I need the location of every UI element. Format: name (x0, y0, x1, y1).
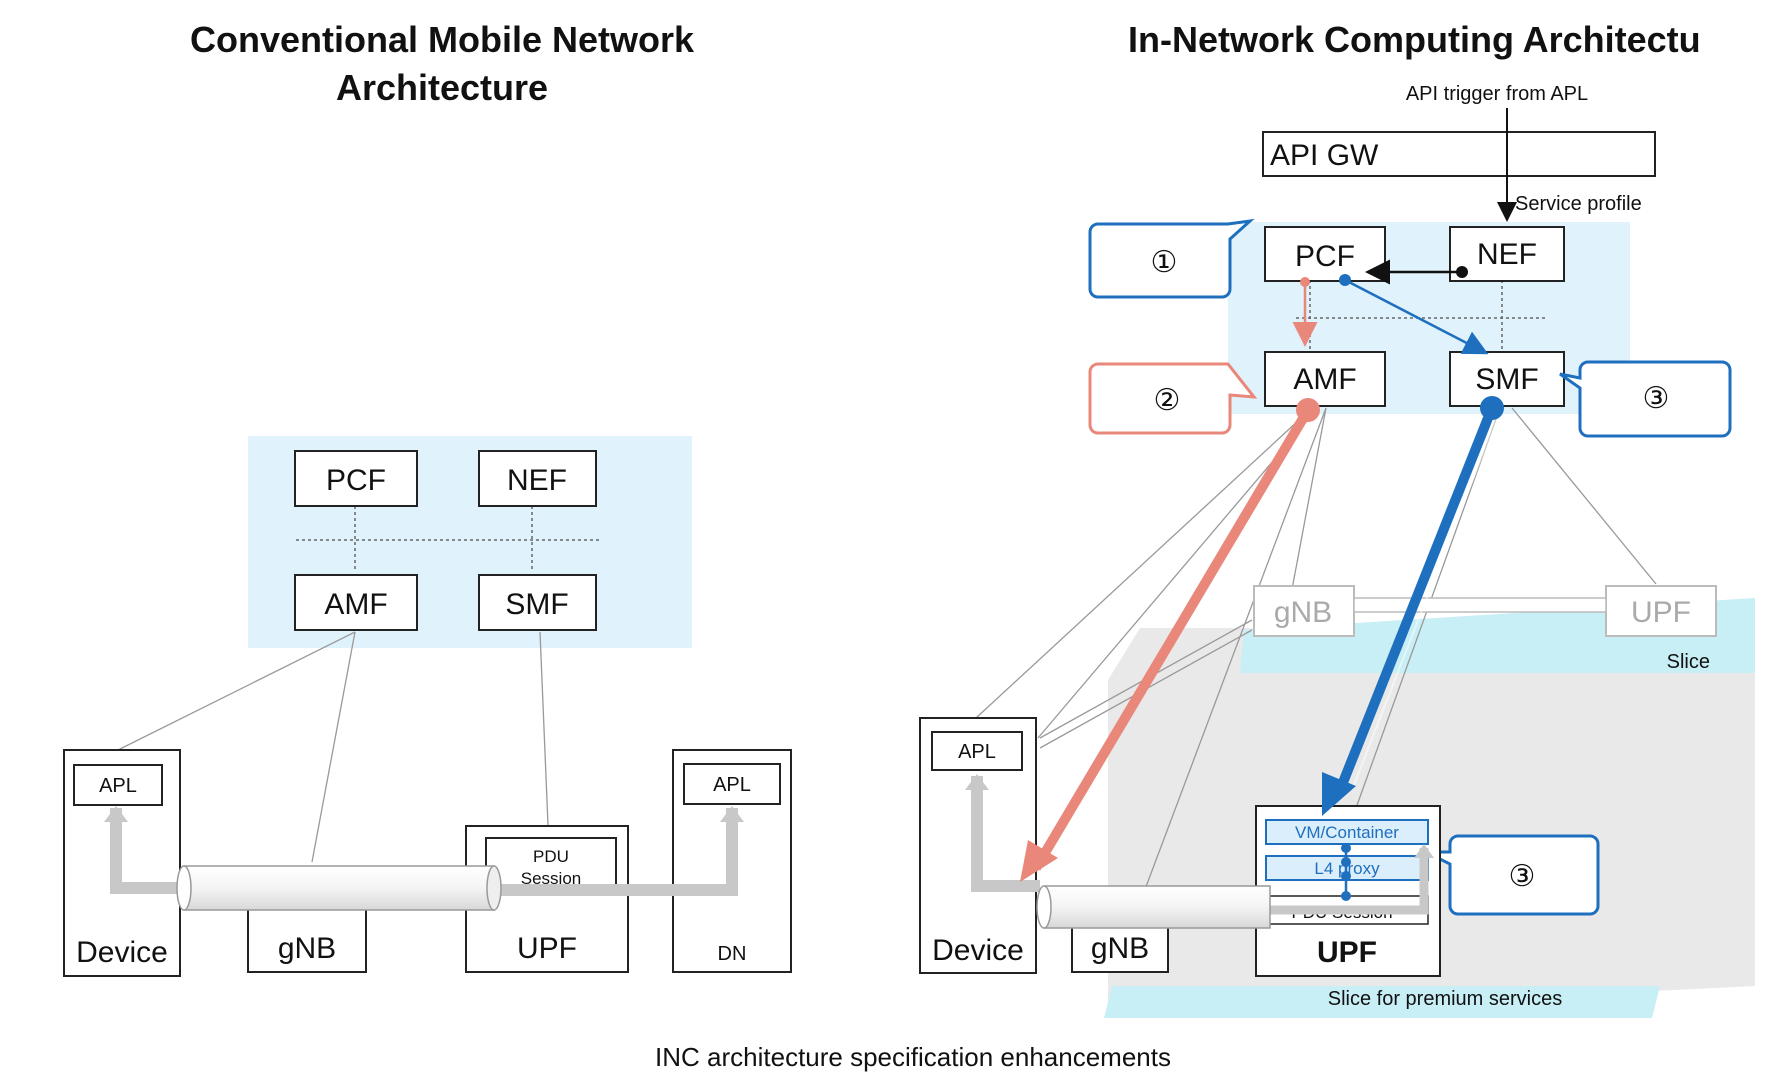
left-dn-data-arrow (490, 808, 738, 896)
api-trigger-label: API trigger from APL (1406, 83, 1588, 105)
svg-text:NEF: NEF (507, 464, 567, 497)
callout-1: ① (1088, 218, 1255, 299)
svg-text:DN: DN (718, 943, 747, 965)
premium-slice-label: Slice for premium services (1328, 988, 1563, 1010)
svg-text:APL: APL (99, 775, 137, 797)
svg-text:PDU: PDU (533, 847, 569, 866)
slice-tunnel (1353, 597, 1607, 613)
left-device-data-arrow (110, 808, 190, 894)
right-nef-box: NEF (1449, 226, 1565, 282)
svg-text:①: ① (1151, 246, 1178, 279)
right-amf-box: AMF (1264, 351, 1386, 407)
slice-label: Slice (1667, 651, 1710, 673)
pcf-to-smf-arrow (1344, 278, 1489, 355)
svg-text:③: ③ (1509, 860, 1536, 893)
svg-text:UPF: UPF (1317, 936, 1377, 969)
left-pcf-box: PCF (294, 450, 418, 507)
right-title: In-Network Computing Architectu (1128, 19, 1701, 60)
right-device-apl-box (931, 731, 1023, 771)
right-upf-box: VM/Container L4 proxy PDU Session UPF (1255, 805, 1441, 977)
svg-text:gNB: gNB (1274, 596, 1332, 629)
svg-text:Session: Session (521, 869, 581, 888)
svg-text:AMF: AMF (324, 588, 387, 621)
smf-to-upf-arrow (1335, 406, 1497, 792)
svg-text:SMF: SMF (1475, 363, 1538, 396)
upf-proxy-data-arrow (1266, 848, 1429, 915)
left-amf-box: AMF (294, 574, 418, 631)
slice-upf-box: UPF (1605, 585, 1717, 637)
left-smf-box: SMF (478, 574, 597, 631)
svg-text:②: ② (1154, 384, 1181, 417)
svg-text:AMF: AMF (1293, 363, 1356, 396)
right-pdu-tunnel (1036, 885, 1271, 929)
premium-slice-band (1104, 986, 1660, 1018)
vm-container-box (1265, 819, 1429, 845)
left-dn-apl-box (683, 763, 781, 805)
svg-text:PCF: PCF (326, 464, 386, 497)
svg-text:SMF: SMF (505, 588, 568, 621)
left-pdu-tunnel (176, 865, 502, 911)
svg-text:APL: APL (958, 741, 996, 763)
service-profile-label: Service profile (1515, 193, 1642, 215)
svg-text:Device: Device (932, 934, 1024, 967)
callout-3-bottom: ③ (1425, 834, 1600, 916)
svg-text:API GW: API GW (1270, 139, 1379, 172)
left-title-line2: Architecture (336, 67, 548, 108)
right-pcf-box: PCF (1264, 226, 1386, 282)
svg-text:VM/Container: VM/Container (1295, 823, 1399, 842)
svg-text:Device: Device (76, 936, 168, 969)
left-nef-box: NEF (478, 450, 597, 507)
amf-to-device-arrow (1031, 407, 1313, 871)
figure-caption: INC architecture specification enhanceme… (655, 1042, 1171, 1072)
svg-text:PCF: PCF (1295, 240, 1355, 273)
right-smf-box: SMF (1449, 351, 1565, 407)
slice-gnb-box: gNB (1253, 585, 1355, 637)
callout-3-top: ③ (1559, 360, 1732, 438)
svg-text:UPF: UPF (1631, 596, 1691, 629)
left-title-line1: Conventional Mobile Network (190, 19, 695, 60)
left-diagram: Conventional Mobile Network Architecture… (63, 19, 792, 977)
svg-text:gNB: gNB (278, 932, 336, 965)
callout-2: ② (1088, 362, 1258, 435)
right-device-data-arrow (971, 776, 1040, 892)
api-gw-box: API GW (1262, 131, 1656, 177)
right-diagram: In-Network Computing Architectu API trig… (919, 19, 1755, 1018)
svg-text:③: ③ (1643, 382, 1670, 415)
svg-text:APL: APL (713, 774, 751, 796)
svg-text:NEF: NEF (1477, 238, 1537, 271)
left-device-apl-box (73, 764, 163, 806)
svg-text:UPF: UPF (517, 932, 577, 965)
svg-text:gNB: gNB (1091, 932, 1149, 965)
left-gnb-box: gNB (247, 907, 367, 973)
